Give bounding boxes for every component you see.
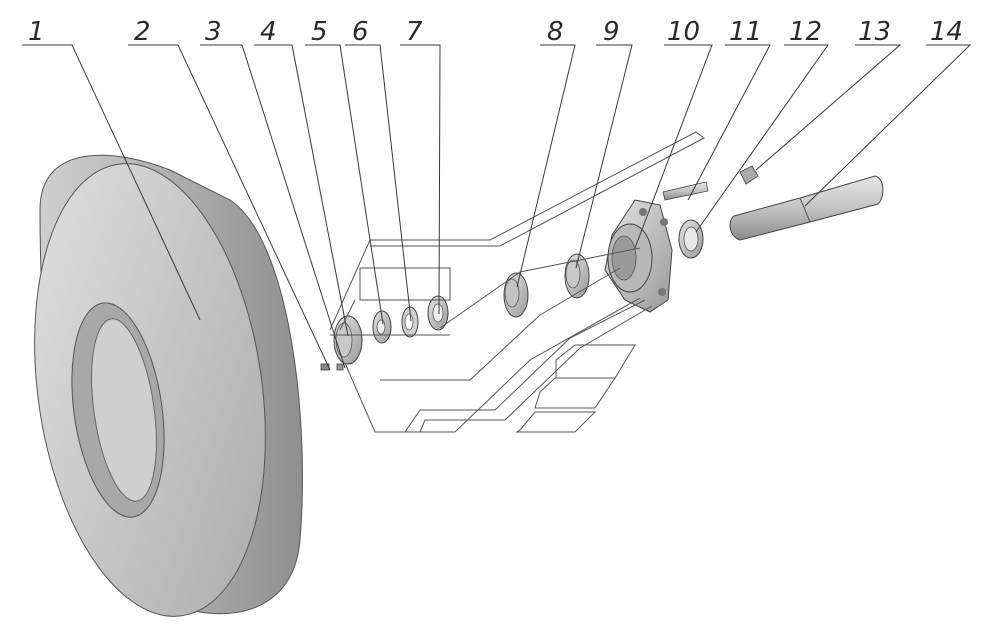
part-14-axle	[729, 175, 884, 241]
part-11-pin	[662, 181, 709, 201]
callout-10: 10	[667, 17, 700, 47]
part-10-wheel-hub	[604, 199, 673, 313]
callout-7: 7	[406, 17, 423, 47]
callout-3: 3	[205, 17, 222, 47]
leader-lines	[22, 44, 972, 371]
callout-4: 4	[260, 17, 277, 47]
callout-labels: 1 2 3 4 5 6 7 8 9 10 11 12 13 14	[28, 17, 963, 47]
part-1-tire	[34, 154, 303, 617]
part-13-nut	[739, 165, 759, 185]
callout-14: 14	[930, 17, 963, 47]
callout-6: 6	[352, 17, 369, 47]
callout-8: 8	[547, 17, 564, 47]
callout-11: 11	[729, 17, 762, 47]
part-8-bearing	[503, 272, 529, 318]
callout-2: 2	[134, 17, 151, 47]
part-3-washer	[336, 363, 344, 371]
callout-5: 5	[311, 17, 328, 47]
part-6-washer	[401, 306, 419, 338]
part-7-ring	[427, 295, 449, 331]
part-12-seal	[678, 219, 704, 259]
callout-13: 13	[858, 17, 891, 47]
callout-12: 12	[789, 17, 822, 47]
part-4-hub-cap	[333, 315, 363, 365]
part-9-bearing	[564, 253, 590, 299]
callout-9: 9	[603, 17, 620, 47]
callout-1: 1	[28, 17, 45, 47]
